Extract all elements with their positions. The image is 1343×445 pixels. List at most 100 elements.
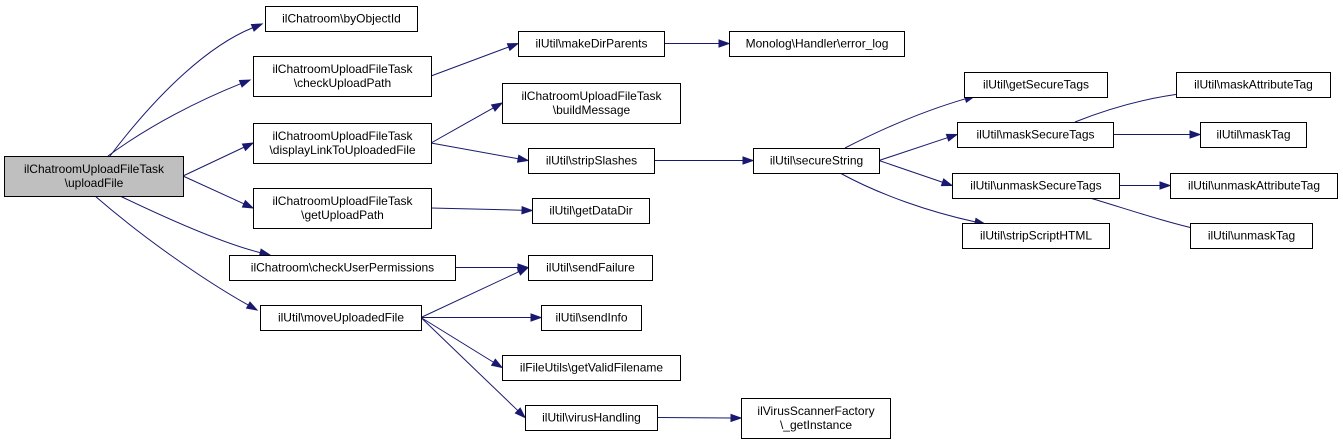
edge-checkUploadPath-to-makeDirParents [430, 42, 520, 77]
node-maskTag[interactable]: ilUtil\maskTag [1200, 122, 1307, 148]
node-label: ilChatroomUploadFileTask [272, 62, 413, 76]
node-label: ilChatroomUploadFileTask [521, 89, 662, 103]
edge-secureString-to-getSecureTags [844, 94, 977, 149]
node-box [229, 255, 456, 281]
node-displayLink[interactable]: ilChatroomUploadFileTask\displayLinkToUp… [253, 123, 432, 164]
edge-moveUploadedFile-to-getValidFilename [420, 317, 504, 369]
arrowhead [514, 407, 527, 419]
arrowhead [940, 178, 954, 187]
edge-line [844, 98, 966, 149]
node-box [528, 255, 653, 281]
edge-displayLink-to-buildMessage [430, 102, 504, 144]
edge-line [1089, 197, 1201, 231]
node-checkUploadPath[interactable]: ilChatroomUploadFileTask\checkUploadPath [253, 56, 432, 97]
node-box [253, 56, 432, 97]
node-label: \displayLinkToUploadedFile [269, 143, 415, 157]
node-box [525, 405, 658, 431]
node-getInstance[interactable]: ilVirusScannerFactory\_getInstance [741, 398, 891, 439]
node-box [1190, 223, 1313, 249]
node-checkUserPermissions[interactable]: ilChatroom\checkUserPermissions [229, 255, 456, 281]
node-box [1176, 72, 1331, 98]
node-makeDirParents[interactable]: ilUtil\makeDirParents [518, 31, 665, 57]
node-label: ilUtil\unmaskSecureTags [970, 179, 1101, 193]
node-label: ilUtil\unmaskTag [1208, 229, 1295, 243]
edge-line [420, 317, 494, 363]
node-label: ilUtil\moveUploadedFile [278, 311, 404, 325]
edge-uploadFile-to-checkUploadPath [107, 79, 252, 157]
node-label: ilUtil\sendFailure [546, 261, 635, 275]
node-byObjectId[interactable]: ilChatroom\byObjectId [265, 6, 418, 32]
edge-line [878, 160, 943, 183]
arrowhead [945, 133, 959, 142]
node-stripScriptHTML[interactable]: ilUtil\stripScriptHTML [962, 223, 1110, 249]
edge-line [109, 27, 253, 157]
arrowhead [718, 39, 731, 48]
edge-uploadFile-to-displayLink [182, 142, 255, 177]
node-label: \_getInstance [780, 418, 852, 432]
node-sendInfo[interactable]: ilUtil\sendInfo [541, 305, 642, 331]
node-label: ilChatroomUploadFileTask [272, 129, 413, 143]
node-stripSlashes[interactable]: ilUtil\stripSlashes [528, 148, 655, 174]
edge-moveUploadedFile-to-virusHandling [420, 317, 527, 419]
edges-layer [94, 23, 1212, 423]
node-box [502, 355, 681, 381]
node-box [265, 6, 418, 32]
edge-line [839, 172, 976, 223]
node-maskSecureTags[interactable]: ilUtil\maskSecureTags [957, 122, 1114, 148]
node-getUploadPath[interactable]: ilChatroomUploadFileTask\getUploadPath [253, 188, 432, 229]
node-box [1170, 173, 1338, 199]
edge-displayLink-to-stripSlashes [430, 142, 530, 163]
node-box [518, 31, 665, 57]
node-maskAttributeTag[interactable]: ilUtil\maskAttributeTag [1176, 72, 1331, 98]
edge-line [119, 195, 261, 254]
node-errorLog[interactable]: Monolog\Handler\error_log [729, 31, 905, 57]
node-box [502, 83, 681, 124]
node-label: Monolog\Handler\error_log [746, 37, 889, 51]
node-unmaskTag[interactable]: ilUtil\unmaskTag [1190, 223, 1313, 249]
node-box [741, 398, 891, 439]
node-box [253, 188, 432, 229]
node-box [528, 148, 655, 174]
arrowhead [241, 142, 255, 152]
arrowhead [245, 301, 259, 311]
node-unmaskAttributeTag[interactable]: ilUtil\unmaskAttributeTag [1170, 173, 1338, 199]
node-uploadFile[interactable]: ilChatroomUploadFileTask\uploadFile [4, 156, 184, 197]
node-unmaskSecureTags[interactable]: ilUtil\unmaskSecureTags [952, 173, 1120, 199]
edge-line [430, 207, 523, 211]
node-box [753, 148, 880, 174]
node-getSecureTags[interactable]: ilUtil\getSecureTags [964, 72, 1108, 98]
node-label: ilUtil\getDataDir [549, 204, 632, 218]
node-getValidFilename[interactable]: ilFileUtils\getValidFilename [502, 355, 681, 381]
edge-getUploadPath-to-getDataDir [430, 206, 534, 215]
node-sendFailure[interactable]: ilUtil\sendFailure [528, 255, 653, 281]
node-virusHandling[interactable]: ilUtil\virusHandling [525, 405, 658, 431]
edge-line [430, 46, 509, 77]
arrowhead [516, 266, 530, 276]
arrowhead [1189, 130, 1202, 139]
arrowhead [490, 358, 504, 369]
node-secureString[interactable]: ilUtil\secureString [753, 148, 880, 174]
node-label: ilUtil\getSecureTags [983, 78, 1089, 92]
node-getDataDir[interactable]: ilUtil\getDataDir [532, 198, 650, 224]
node-box [729, 31, 905, 57]
arrowhead [516, 154, 530, 163]
node-label: ilUtil\stripSlashes [546, 154, 637, 168]
node-label: \uploadFile [65, 176, 124, 190]
arrowhead [1159, 181, 1172, 190]
node-box [4, 156, 184, 197]
edge-maskSecureTags-to-maskTag [1113, 130, 1202, 139]
edge-unmaskSecureTags-to-unmaskAttributeTag [1118, 181, 1172, 190]
node-buildMessage[interactable]: ilChatroomUploadFileTask\buildMessage [502, 83, 681, 124]
edge-line [878, 137, 948, 161]
node-label: ilUtil\unmaskAttributeTag [1188, 179, 1320, 193]
node-label: ilChatroomUploadFileTask [272, 194, 413, 208]
edge-line [107, 83, 241, 157]
node-box [541, 305, 642, 331]
edge-secureString-to-maskSecureTags [878, 133, 959, 161]
node-label: \checkUploadPath [294, 76, 391, 90]
node-moveUploadedFile[interactable]: ilUtil\moveUploadedFile [260, 305, 422, 331]
node-label: ilUtil\maskTag [1216, 128, 1290, 142]
edge-uploadFile-to-checkUserPermissions [119, 195, 272, 257]
